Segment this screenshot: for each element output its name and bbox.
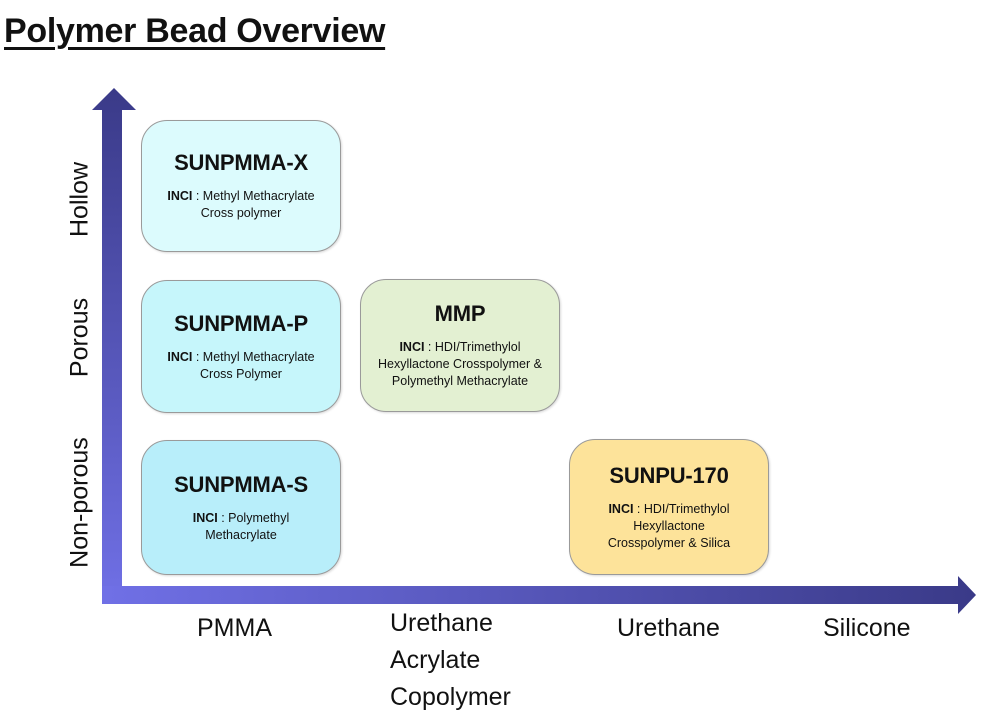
product-name: SUNPMMA-S [174, 471, 308, 497]
product-box-sunpmma-s: SUNPMMA-S INCI : Polymethyl Methacrylate [141, 440, 341, 575]
product-box-sunpu-170: SUNPU-170 INCI : HDI/Trimethylol Hexylla… [569, 439, 769, 575]
product-inci: INCI : Polymethyl Methacrylate [192, 510, 290, 542]
y-label-porous: Porous [65, 297, 94, 378]
y-axis-arrow [92, 88, 136, 604]
y-label-nonporous: Non-porous [65, 437, 94, 568]
product-name: SUNPMMA-X [174, 150, 308, 175]
product-inci: INCI : Methyl Methacrylate Cross Polymer [167, 349, 315, 381]
x-label-pmma: PMMA [197, 614, 272, 642]
product-name: SUNPMMA-P [174, 310, 308, 336]
y-label-hollow: Hollow [65, 161, 94, 238]
product-box-sunpmma-p: SUNPMMA-P INCI : Methyl Methacrylate Cro… [141, 280, 341, 413]
product-inci: INCI : Methyl Methacrylate Cross polymer [167, 189, 315, 220]
x-label-urethane: Urethane [617, 614, 720, 642]
x-axis-arrow [102, 576, 976, 614]
product-box-mmp: MMP INCI : HDI/Trimethylol Hexyllactone … [360, 279, 560, 412]
product-name: MMP [434, 301, 486, 326]
x-label-urethane-acrylate-copolymer: Urethane Acrylate Copolymer [390, 609, 511, 711]
product-name: SUNPU-170 [609, 462, 729, 488]
product-inci: INCI : HDI/Trimethylol Hexyllactone Cros… [378, 340, 542, 388]
product-box-sunpmma-x: SUNPMMA-X INCI : Methyl Methacrylate Cro… [141, 120, 341, 252]
page-title: Polymer Bead Overview [4, 12, 386, 50]
x-label-silicone: Silicone [823, 614, 911, 642]
product-inci: INCI : HDI/Trimethylol Hexyllactone Cros… [607, 501, 731, 550]
